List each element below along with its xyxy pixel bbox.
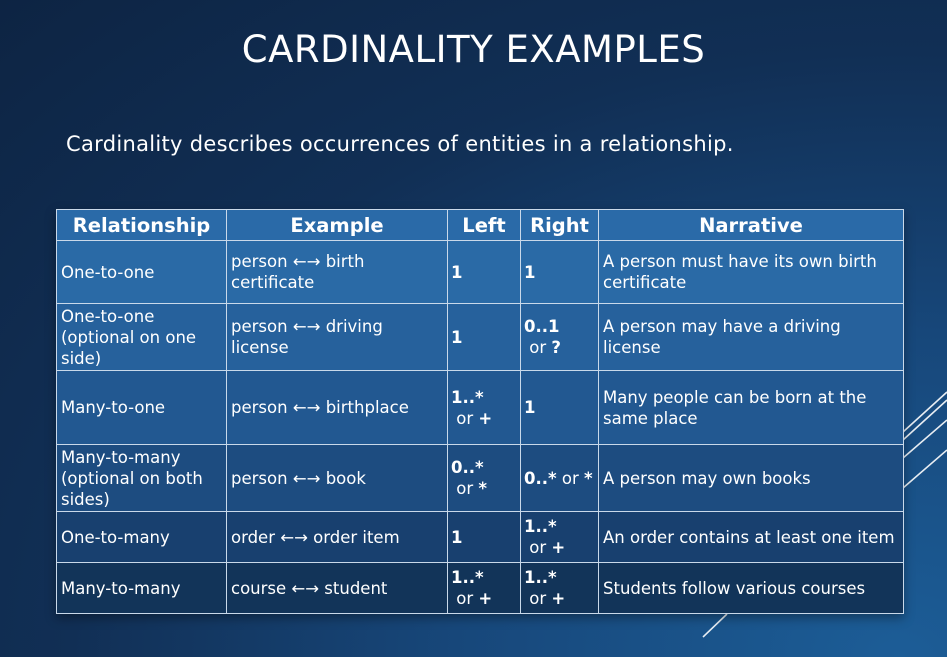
cardinality-or: or	[524, 589, 552, 608]
cell-example: person ←→ driving license	[226, 303, 448, 371]
table-row: Many-to-many (optional on both sides) pe…	[56, 444, 904, 512]
cell-relationship: Many-to-many (optional on both sides)	[56, 444, 227, 512]
cell-narrative: Students follow various courses	[598, 562, 904, 614]
table-row: Many-to-many course ←→ student 1..* or +…	[56, 562, 904, 614]
cardinality-alt: +	[478, 408, 493, 428]
cell-narrative: A person may own books	[598, 444, 904, 512]
cell-relationship: One-to-one	[56, 240, 227, 304]
cell-relationship: Many-to-many	[56, 562, 227, 614]
cell-left: 1	[447, 303, 521, 371]
cell-left: 1..* or +	[447, 370, 521, 445]
table-row: One-to-one (optional on one side) person…	[56, 303, 904, 371]
cardinality-value: 0..1	[524, 317, 560, 336]
cell-relationship: One-to-one (optional on one side)	[56, 303, 227, 371]
cell-right: 1..* or +	[520, 562, 599, 614]
table-row: One-to-one person ←→ birth certificate 1…	[56, 240, 904, 304]
cardinality-value: 1..*	[524, 568, 557, 587]
cell-right: 1..* or +	[520, 511, 599, 563]
cardinality-or: or	[451, 589, 479, 608]
subtitle: Cardinality describes occurrences of ent…	[66, 132, 734, 156]
cardinality-value: 1	[524, 262, 536, 282]
cell-example: person ←→ birth certificate	[226, 240, 448, 304]
cell-left: 1..* or +	[447, 562, 521, 614]
cell-left: 1	[447, 511, 521, 563]
cardinality-or: or	[524, 338, 552, 357]
cardinality-or: or	[556, 468, 585, 488]
cell-example: person ←→ birthplace	[226, 370, 448, 445]
cell-narrative: Many people can be born at the same plac…	[598, 370, 904, 445]
cell-left: 0..* or *	[447, 444, 521, 512]
cardinality-value: 1	[451, 527, 463, 547]
cardinality-or: or	[524, 538, 552, 557]
cell-narrative: A person must have its own birth certifi…	[598, 240, 904, 304]
cardinality-or: or	[451, 408, 479, 428]
cardinality-alt: +	[551, 589, 566, 608]
cardinality-value: 1..*	[524, 517, 557, 536]
cell-example: order ←→ order item	[226, 511, 448, 563]
cell-example: person ←→ book	[226, 444, 448, 512]
page-title: CARDINALITY EXAMPLES	[241, 28, 706, 71]
header-left: Left	[447, 209, 521, 241]
table-row: One-to-many order ←→ order item 1 1..* o…	[56, 511, 904, 563]
cardinality-table: Relationship Example Left Right Narrativ…	[56, 209, 904, 614]
cardinality-value: 1	[524, 398, 536, 417]
cardinality-alt: ?	[551, 338, 561, 357]
cell-relationship: Many-to-one	[56, 370, 227, 445]
cardinality-alt: +	[551, 538, 566, 557]
cell-right: 0..* or *	[520, 444, 599, 512]
cell-narrative: A person may have a driving license	[598, 303, 904, 371]
cardinality-value: 1..*	[451, 387, 484, 407]
cardinality-value: 1	[451, 262, 463, 282]
cell-left: 1	[447, 240, 521, 304]
cell-relationship: One-to-many	[56, 511, 227, 563]
cardinality-alt: +	[478, 589, 493, 608]
cardinality-value: 1..*	[451, 568, 484, 587]
cardinality-alt: *	[584, 468, 593, 488]
header-narrative: Narrative	[598, 209, 904, 241]
cell-right: 1	[520, 240, 599, 304]
header-right: Right	[520, 209, 599, 241]
cardinality-value: 0..*	[524, 468, 557, 488]
cardinality-value: 1	[451, 327, 463, 347]
cardinality-alt: *	[478, 479, 488, 498]
cell-right: 0..1 or ?	[520, 303, 599, 371]
cardinality-value: 0..*	[451, 458, 484, 477]
table-header-row: Relationship Example Left Right Narrativ…	[56, 209, 904, 241]
cardinality-or: or	[451, 479, 479, 498]
cell-narrative: An order contains at least one item	[598, 511, 904, 563]
cell-right: 1	[520, 370, 599, 445]
header-relationship: Relationship	[56, 209, 227, 241]
cell-example: course ←→ student	[226, 562, 448, 614]
table-row: Many-to-one person ←→ birthplace 1..* or…	[56, 370, 904, 445]
header-example: Example	[226, 209, 448, 241]
